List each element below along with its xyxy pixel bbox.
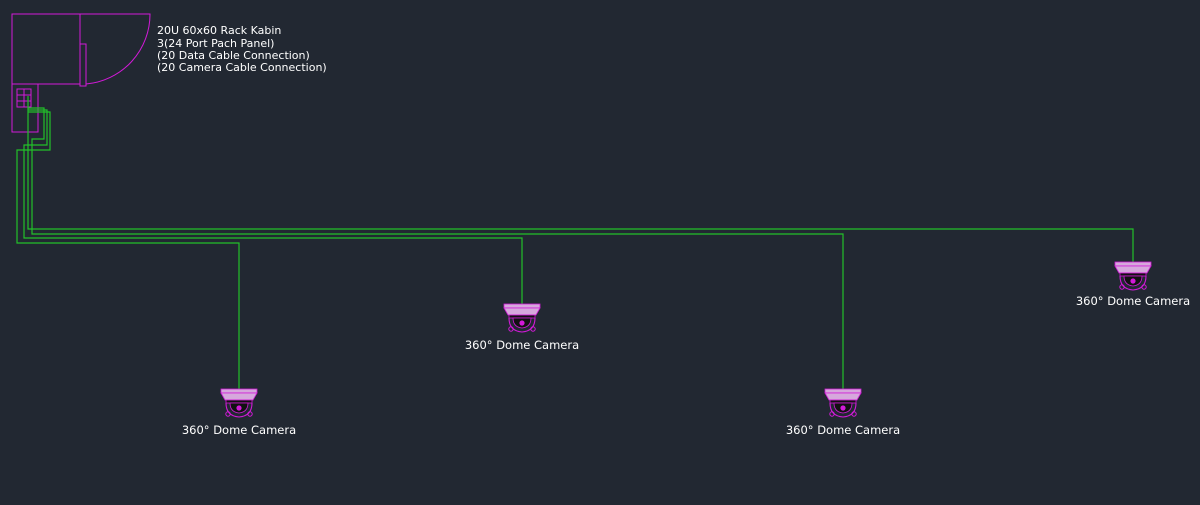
camera-housing [503, 307, 541, 316]
rack-camera-cable-note: (20 Camera Cable Connection) [157, 61, 327, 74]
camera-mount-plate [1114, 261, 1152, 267]
camera-bracket-left [829, 411, 835, 417]
camera-bracket-right [530, 326, 536, 332]
camera-dome-bowl [225, 402, 253, 418]
cable-runs [16, 96, 1134, 390]
camera-lens-band [508, 314, 536, 319]
camera-2-label: 360° Dome Camera [465, 338, 579, 352]
dome-camera-1: 360° Dome Camera [182, 388, 296, 437]
rack-data-cable-note: (20 Data Cable Connection) [157, 49, 310, 62]
camera-mount-plate [220, 388, 258, 394]
rack-cabinet-body [11, 13, 81, 85]
dome-camera-4: 360° Dome Camera [1076, 261, 1190, 308]
camera-bracket-right [1141, 284, 1147, 290]
camera-lens-band [225, 399, 253, 404]
rack-patch-panel-note: 3(24 Port Pach Panel) [157, 37, 274, 50]
dome-camera-icon [503, 303, 541, 333]
camera-lens [1130, 278, 1136, 284]
rack-cabinet-icon [11, 13, 151, 133]
cable-run-camera-3 [28, 107, 844, 390]
dome-camera-2: 360° Dome Camera [465, 303, 579, 352]
cable-run-camera-4 [27, 96, 1134, 263]
camera-lens-band [1119, 272, 1147, 277]
camera-1-label: 360° Dome Camera [182, 423, 296, 437]
rack-title: 20U 60x60 Rack Kabin [157, 24, 281, 37]
camera-lens [519, 320, 525, 326]
camera-dome-bowl [829, 402, 857, 418]
dome-camera-3: 360° Dome Camera [786, 388, 900, 437]
camera-housing [824, 392, 862, 401]
camera-3-label: 360° Dome Camera [786, 423, 900, 437]
camera-bracket-left [1119, 284, 1125, 290]
camera-lens [236, 405, 242, 411]
dome-camera-icon [824, 388, 862, 418]
camera-housing [1114, 265, 1152, 274]
rack-door-swing-arc [80, 13, 151, 85]
dome-camera-icon [220, 388, 258, 418]
rack-description: 20U 60x60 Rack Kabin 3(24 Port Pach Pane… [157, 24, 327, 74]
dome-camera-icon [1114, 261, 1152, 291]
camera-lens [840, 405, 846, 411]
camera-bracket-right [851, 411, 857, 417]
cable-run-camera-1 [16, 111, 240, 390]
camera-mount-plate [824, 388, 862, 394]
camera-bracket-left [508, 326, 514, 332]
camera-bracket-left [225, 411, 231, 417]
camera-housing [220, 392, 258, 401]
rack-door-leaf [79, 43, 87, 87]
camera-lens-band [829, 399, 857, 404]
camera-dome-bowl [508, 317, 536, 333]
cable-run-camera-2 [23, 109, 523, 305]
camera-dome-bowl [1119, 275, 1147, 291]
camera-mount-plate [503, 303, 541, 309]
camera-4-label: 360° Dome Camera [1076, 294, 1190, 308]
camera-bracket-right [247, 411, 253, 417]
